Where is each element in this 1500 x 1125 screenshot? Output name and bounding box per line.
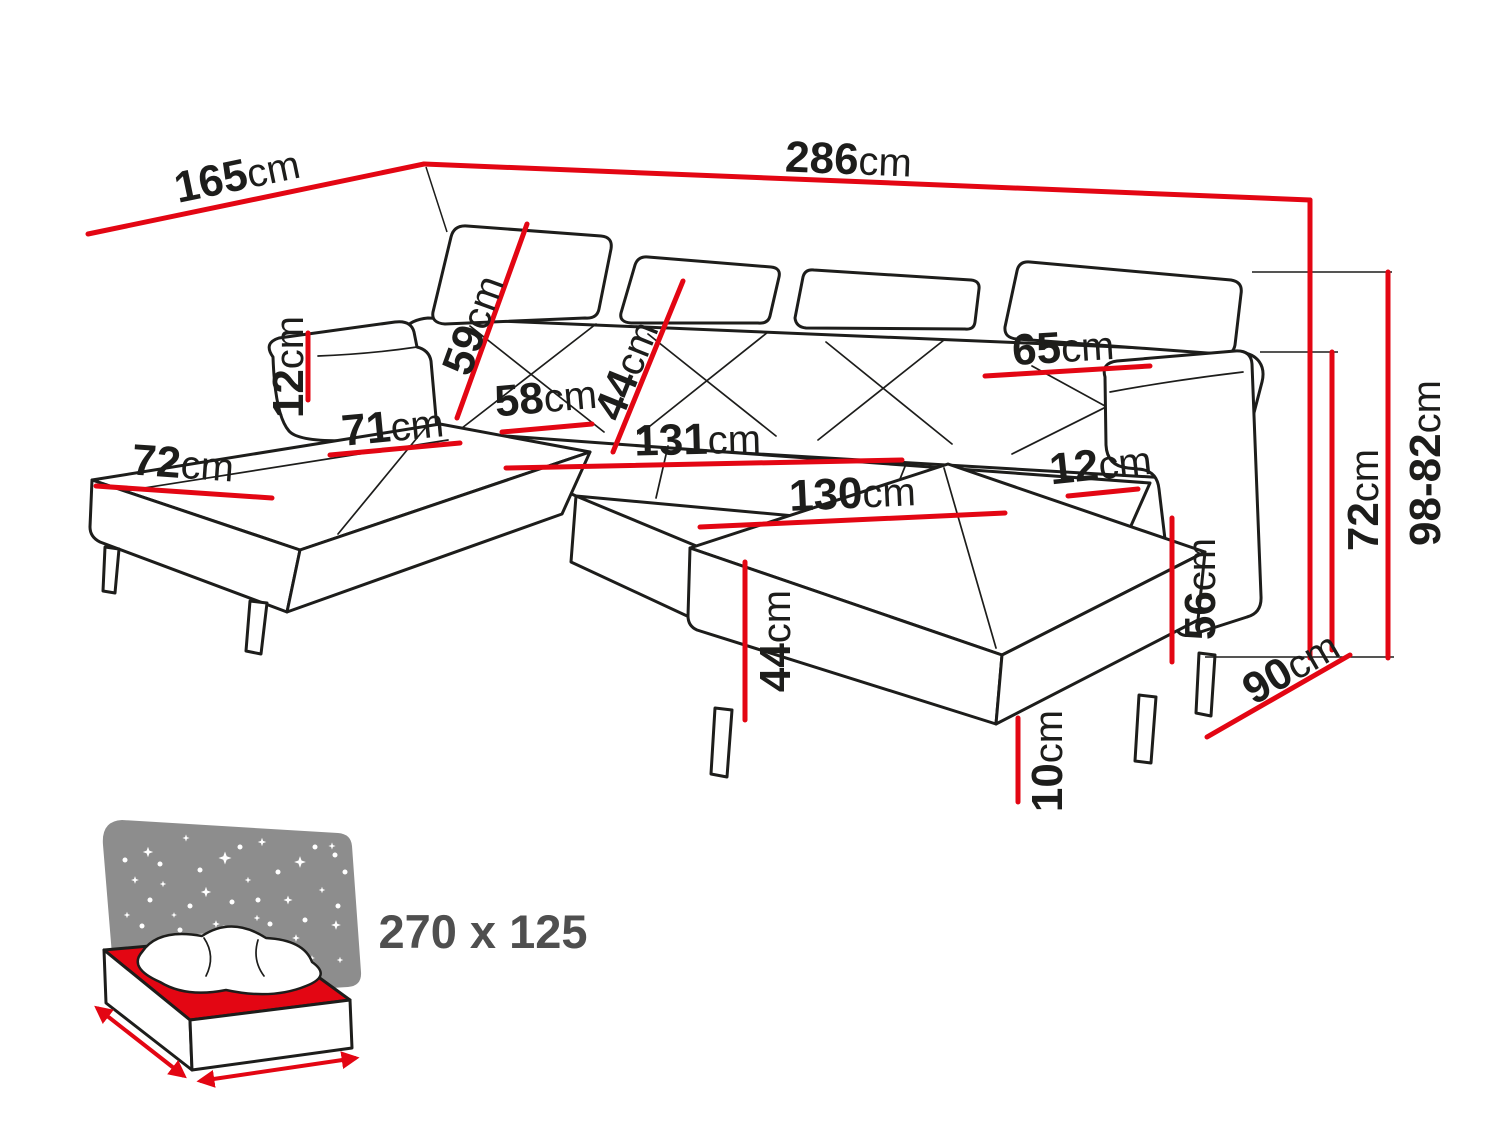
dim-line-chaise-right-length (697, 510, 1008, 530)
dim-label-seat-width: 131cm (634, 413, 762, 465)
headrest-1 (431, 224, 613, 326)
headrest-4 (1003, 260, 1243, 356)
dim-label-armrest-height: 56cm (1176, 538, 1225, 640)
sleeping-area-label: 270 x 125 (378, 905, 587, 958)
left-armrest (267, 320, 439, 443)
dim-line-depth-left (85, 161, 427, 237)
dim-label-total-height: 98-82cm (1401, 380, 1450, 546)
dim-line-seat-width (503, 457, 905, 471)
leg (1133, 693, 1158, 765)
dim-label-depth-left: 165cm (170, 139, 304, 213)
right-armrest (1102, 349, 1263, 637)
left-chaise-seam-1 (337, 426, 427, 535)
left-armrest-roll (317, 346, 418, 357)
dim-label-backrest-height-right: 72cm (1339, 449, 1388, 551)
dim-line-backrest-mid (610, 278, 686, 455)
dim-label-seat-depth: 58cm (493, 369, 599, 427)
stars (122, 834, 348, 964)
headrest-3 (793, 268, 981, 331)
dim-line-width-total (421, 161, 1313, 203)
center-seat-front (569, 494, 708, 624)
sofa-legs (101, 545, 1217, 779)
left-chaise-side (285, 450, 592, 614)
left-chaise-front (88, 478, 302, 614)
dim-label-armrest-width-left: 12cm (264, 316, 313, 418)
right-chaise-seam (943, 467, 997, 649)
leg (244, 599, 269, 656)
dim-label-width-total: 286cm (784, 132, 913, 186)
right-armrest-roll (1109, 371, 1244, 393)
dim-line-backrest-left (454, 221, 530, 421)
right-chaise-side (994, 550, 1207, 726)
dim-line-chaise-left-width (93, 483, 275, 501)
dim-line-armrest-right (1065, 486, 1141, 499)
dim-label-chaise-right-length: 130cm (788, 466, 917, 521)
dim-label-chaise-left-length: 71cm (339, 397, 446, 456)
dimension-labels: 165cm 286cm 59cm 44cm 12cm 65cm 58cm 71c… (130, 132, 1450, 812)
dim-line-depth-right (1204, 652, 1353, 740)
extension-lines (425, 166, 1394, 658)
dim-label-seat-height: 44cm (751, 590, 800, 692)
leg (1194, 651, 1217, 718)
right-chaise-front (686, 546, 1004, 726)
sofa-bed-sleeping-area-icon (94, 820, 362, 1088)
sofa-drawing (88, 224, 1265, 779)
dim-label-leg-height: 10cm (1023, 710, 1072, 812)
dim-line-backrest-width-right (982, 363, 1153, 379)
bedding-pillows (136, 925, 322, 996)
leg (709, 706, 734, 779)
dim-label-depth-right: 90cm (1234, 621, 1347, 715)
headrest-2 (619, 255, 781, 325)
bed-width-arrow (94, 1005, 187, 1079)
bedding-fold-1 (203, 937, 212, 977)
dim-line-chaise-left-length (327, 440, 463, 458)
dim-line-seat-depth (499, 421, 595, 435)
dim-label-backrest-width-right: 65cm (1011, 320, 1116, 375)
bedding-fold-2 (255, 939, 265, 977)
dimension-lines (85, 161, 1391, 805)
dim-label-armrest-width-right: 12cm (1047, 435, 1154, 494)
leg (101, 545, 121, 595)
dim-label-chaise-left-width: 72cm (130, 436, 235, 492)
center-seat-seam-2 (655, 445, 669, 499)
bed-length-arrow (196, 1051, 360, 1088)
